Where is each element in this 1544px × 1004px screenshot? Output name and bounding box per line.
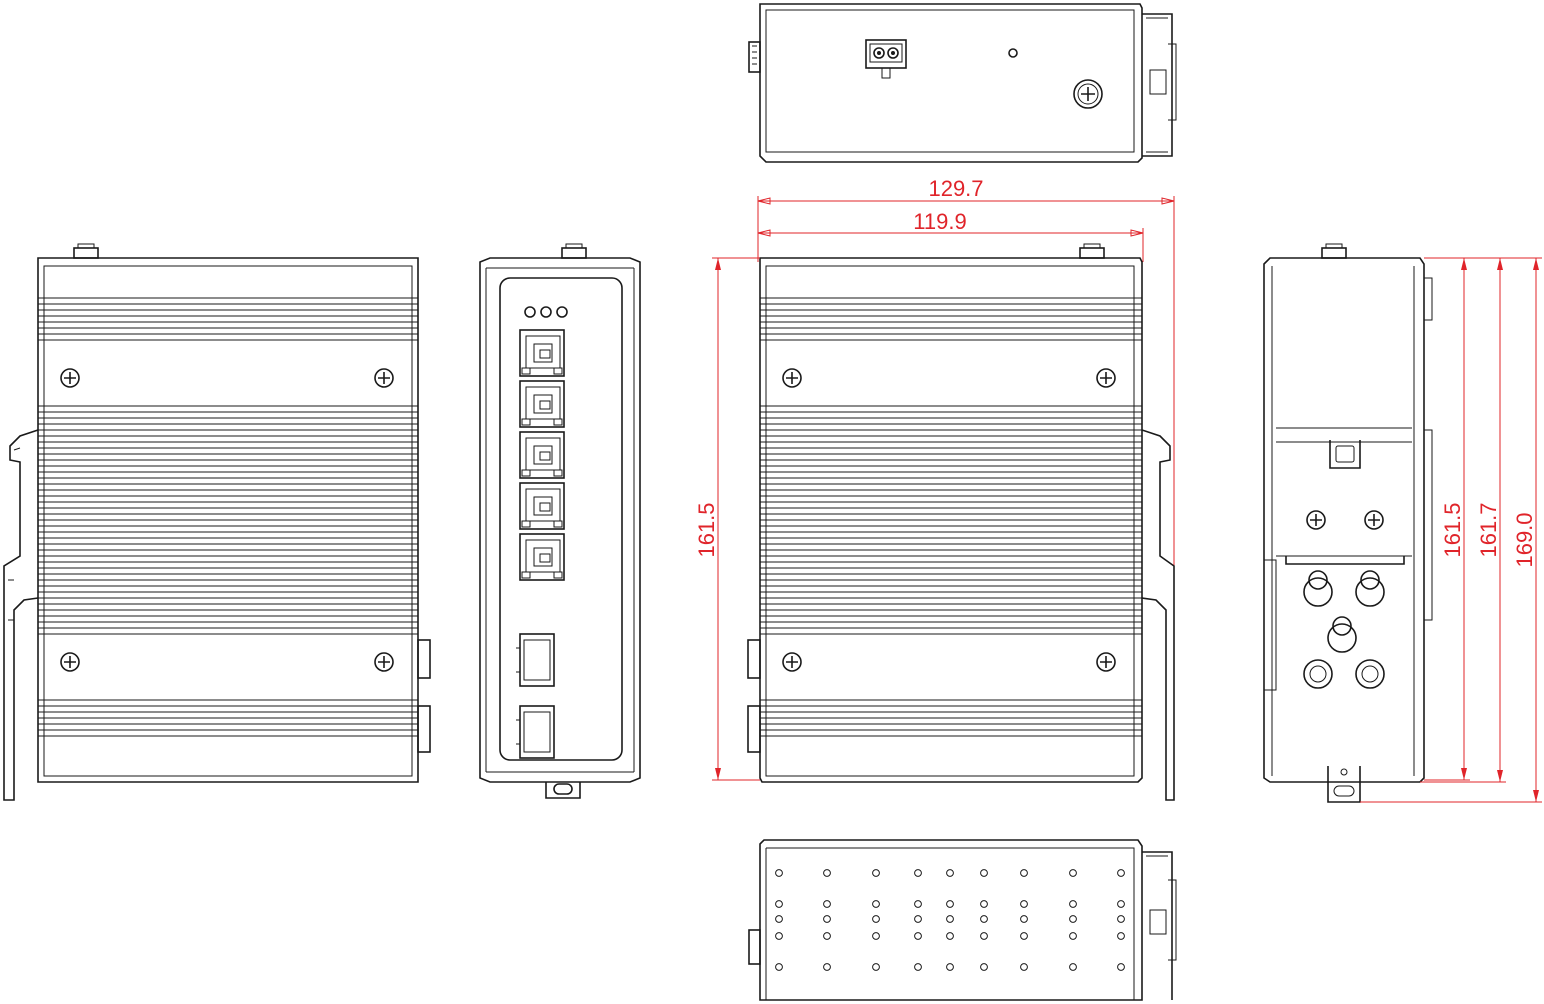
screw-icon	[374, 652, 394, 672]
vent-hole	[1020, 915, 1028, 923]
side-total-height-label: 169.0	[1512, 512, 1537, 567]
side-body-height-label: 161.5	[1440, 502, 1465, 557]
vent-hole	[1020, 932, 1028, 940]
vent-hole	[872, 915, 880, 923]
bottom-view	[748, 839, 1177, 1001]
vent-hole	[946, 932, 954, 940]
front-height-dimension: 161.5	[694, 257, 760, 781]
led-indicator	[524, 306, 536, 318]
screw-icon	[782, 368, 802, 388]
led-indicator	[540, 306, 552, 318]
vent-hole	[914, 869, 922, 877]
cooling-fins	[38, 699, 418, 737]
screw-icon	[1364, 510, 1384, 530]
rj45-port	[519, 533, 565, 581]
vent-hole	[872, 869, 880, 877]
vent-hole	[823, 900, 831, 908]
screw-icon	[60, 652, 80, 672]
vent-hole	[823, 932, 831, 940]
vent-hole	[946, 900, 954, 908]
rj45-port-group	[519, 329, 565, 581]
vent-hole	[1020, 963, 1028, 971]
cooling-fins	[760, 405, 1142, 635]
vent-hole	[914, 932, 922, 940]
vent-hole	[980, 915, 988, 923]
sfp-port	[516, 633, 555, 687]
front-height-label: 161.5	[694, 502, 719, 557]
rj45-port	[519, 329, 565, 377]
overall-width-label: 129.7	[928, 176, 983, 201]
vent-hole	[1020, 869, 1028, 877]
cooling-fins	[38, 405, 418, 635]
vent-hole	[1069, 915, 1077, 923]
rj45-port	[519, 482, 565, 530]
cooling-fins	[38, 297, 418, 341]
vent-hole	[775, 900, 783, 908]
vent-hole	[823, 869, 831, 877]
vent-hole	[872, 963, 880, 971]
rj45-port	[519, 431, 565, 479]
screw-icon	[1096, 652, 1116, 672]
vent-hole	[823, 963, 831, 971]
vent-hole	[775, 915, 783, 923]
side-clip-height-label: 161.7	[1476, 502, 1501, 557]
side-height-dimensions: 161.5 161.7 169.0	[1360, 257, 1542, 803]
vent-hole	[775, 869, 783, 877]
status-leds	[524, 306, 568, 318]
ventilation-holes	[775, 869, 1125, 971]
vent-hole	[914, 915, 922, 923]
power-terminal-connector	[865, 39, 907, 79]
vent-hole	[1117, 963, 1125, 971]
cooling-fins	[760, 297, 1142, 341]
front-panel-view	[479, 243, 641, 799]
vent-hole	[1069, 963, 1077, 971]
left-side-view	[3, 243, 431, 801]
vent-hole	[775, 932, 783, 940]
vent-hole	[872, 932, 880, 940]
led-indicator	[556, 306, 568, 318]
top-view	[748, 3, 1177, 163]
body-width-label: 119.9	[913, 209, 966, 234]
vent-hole	[980, 869, 988, 877]
vent-hole	[1020, 900, 1028, 908]
vent-hole	[980, 963, 988, 971]
vent-hole	[775, 963, 783, 971]
vent-hole	[914, 963, 922, 971]
din-rail-side-view	[1263, 243, 1433, 803]
width-dimensions: 129.7 119.9	[757, 176, 1175, 575]
rj45-port	[519, 380, 565, 428]
vent-hole	[980, 932, 988, 940]
vent-hole	[1117, 915, 1125, 923]
screw-icon	[374, 368, 394, 388]
reset-hole	[1008, 48, 1018, 58]
vent-hole	[914, 900, 922, 908]
vent-hole	[980, 900, 988, 908]
vent-hole	[1117, 869, 1125, 877]
vent-hole	[1117, 932, 1125, 940]
ground-screw-icon	[1073, 79, 1103, 109]
screw-icon	[782, 652, 802, 672]
screw-icon	[60, 368, 80, 388]
vent-hole	[1069, 869, 1077, 877]
vent-hole	[946, 963, 954, 971]
vent-hole	[1117, 900, 1125, 908]
vent-hole	[823, 915, 831, 923]
sfp-port	[516, 705, 555, 759]
rear-view	[747, 243, 1175, 801]
vent-hole	[1069, 900, 1077, 908]
cooling-fins	[760, 699, 1142, 737]
vent-hole	[1069, 932, 1077, 940]
vent-hole	[946, 869, 954, 877]
screw-icon	[1306, 510, 1326, 530]
vent-hole	[872, 900, 880, 908]
vent-hole	[946, 915, 954, 923]
screw-icon	[1096, 368, 1116, 388]
